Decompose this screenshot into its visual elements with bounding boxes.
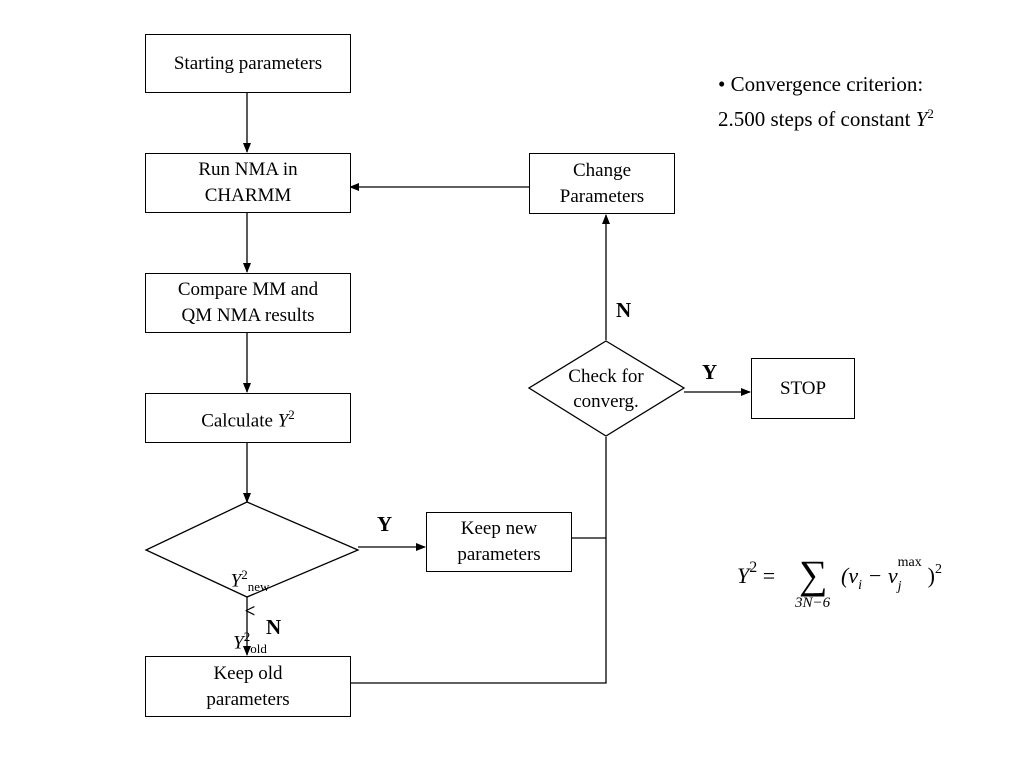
decision-compare-label: Y2new < Y2old <box>170 537 330 661</box>
line-keep-old-to-check <box>351 437 607 684</box>
decision-converge-diamond <box>527 340 686 437</box>
y-old-squared: 2 <box>243 629 251 645</box>
calculate-y-squared: 2 <box>288 406 295 422</box>
formula-sub-j: j <box>897 579 902 594</box>
convergence-note-line2: 2.500 steps of constant Y2 <box>718 99 934 134</box>
convergence-note: • Convergence criterion: 2.500 steps of … <box>718 70 934 134</box>
decision-converge-label: Check for converg. <box>568 366 644 412</box>
formula-power-2: 2 <box>934 562 942 577</box>
label-yes-stop: Y <box>702 360 718 384</box>
box-keep-new-label: Keep new parameters <box>457 518 541 565</box>
formula-close-paren: ) <box>927 563 935 588</box>
y-new-subscript: new <box>247 579 270 595</box>
box-keep-old-label: Keep old parameters <box>206 662 290 710</box>
less-than-sign: < <box>244 601 256 623</box>
convergence-note-text: 2.500 steps of constant <box>718 107 916 131</box>
formula-minus-v: − v <box>861 563 898 588</box>
formula-open-v: (v <box>841 563 859 588</box>
formula-sum-range: 3N−6 <box>795 595 831 611</box>
box-stop-label: STOP <box>779 377 827 399</box>
decision-compare-diamond <box>144 501 360 598</box>
y-old-symbol: Y <box>233 632 244 654</box>
note-y-squared: 2 <box>927 106 934 121</box>
calculate-y-symbol: Y <box>277 410 289 432</box>
label-no-keep-old: N <box>266 615 282 639</box>
formula-sub-i: i <box>858 578 862 593</box>
box-calculate-y2: Calculate Y2 <box>145 393 351 443</box>
note-y-symbol: Y <box>915 107 928 131</box>
formula-lhs: Y2 = <box>737 559 776 589</box>
box-stop: STOP <box>751 358 855 419</box>
calculate-text: Calculate <box>201 410 278 432</box>
box-change-parameters: Change Parameters <box>529 153 675 214</box>
box-run-nma: Run NMA in CHARMM <box>145 153 351 213</box>
box-compare-results-label: Compare MM and QM NMA results <box>177 279 319 326</box>
box-starting-parameters: Starting parameters <box>145 34 351 93</box>
y-new-symbol: Y <box>230 570 242 592</box>
formula-sup-max: max <box>897 555 922 570</box>
box-calculate-label: Calculate Y2 <box>201 402 295 434</box>
y-new-squared: 2 <box>241 567 248 582</box>
box-keep-new-parameters: Keep new parameters <box>426 512 572 572</box>
box-run-nma-label: Run NMA in CHARMM <box>198 159 298 206</box>
box-starting-parameters-label: Starting parameters <box>173 52 323 74</box>
connectors <box>243 93 751 684</box>
box-compare-results: Compare MM and QM NMA results <box>145 273 351 333</box>
formula-equals: = <box>762 563 776 588</box>
formula-y-power: 2 <box>749 559 758 576</box>
formula-sum-sign: ∑ <box>799 552 828 597</box>
formula-y: Y <box>737 563 750 588</box>
y-old-subscript: old <box>250 641 267 657</box>
box-change-label: Change Parameters <box>559 159 645 207</box>
label-no-change: N <box>616 298 632 322</box>
convergence-note-line1: • Convergence criterion: <box>718 72 924 96</box>
label-yes-keep-new: Y <box>377 512 393 536</box>
box-keep-old-parameters: Keep old parameters <box>145 656 351 717</box>
